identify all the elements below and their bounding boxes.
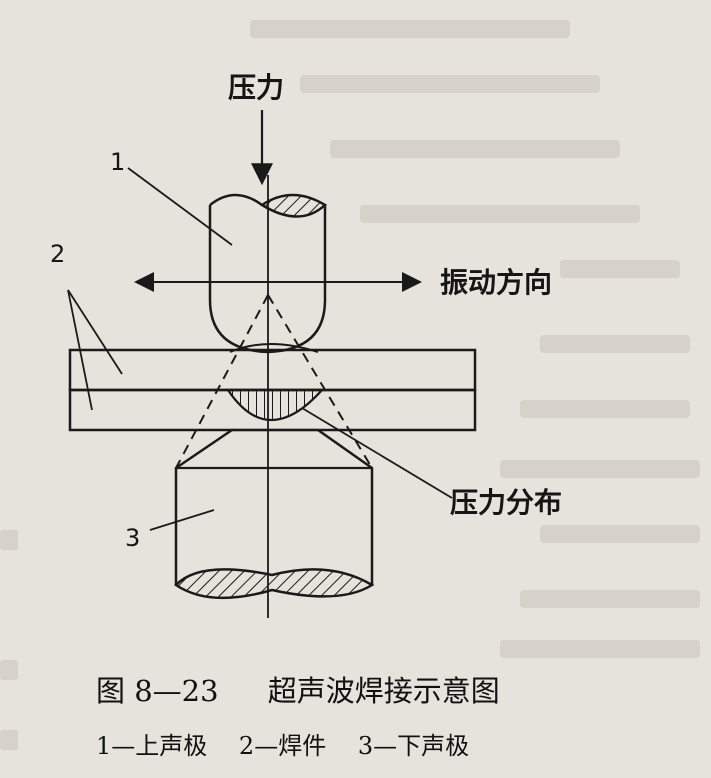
- pressure-distribution-zone: [225, 388, 325, 422]
- leader-part2-b: [67, 289, 93, 411]
- leader-part1: [127, 167, 233, 246]
- legend-item-part1: 1—上声极: [96, 732, 208, 760]
- leader-part3: [149, 509, 215, 531]
- pressure-label: 压力: [228, 71, 284, 104]
- workpiece-upper: [68, 348, 477, 392]
- lower-sonotrode: [174, 428, 374, 585]
- figure-number: 图 8—23: [96, 674, 219, 708]
- vibration-direction-label: 振动方向: [440, 266, 552, 299]
- upper-sonotrode: [208, 205, 327, 354]
- pressure-distribution-top: [229, 343, 319, 353]
- leader-pressure-distribution: [301, 407, 453, 499]
- legend-item-part2: 2—焊件: [238, 732, 327, 760]
- figure-caption: 图 8—23 超声波焊接示意图: [96, 668, 500, 710]
- leader-part2-a: [67, 289, 123, 375]
- upper-sonotrode-hatched-section: [259, 193, 328, 218]
- upper-sonotrode-top-section: [209, 193, 263, 207]
- lower-sonotrode-hatched-section: [174, 568, 375, 600]
- part2-number: 2: [50, 240, 65, 268]
- pressure-distribution-label: 压力分布: [450, 486, 562, 519]
- figure-title: 超声波焊接示意图: [267, 674, 500, 708]
- figure-legend: 1—上声极 2—焊件 3—下声极: [96, 726, 493, 761]
- part3-number: 3: [125, 524, 140, 552]
- legend-item-part3: 3—下声极: [357, 732, 470, 760]
- part1-number: 1: [110, 148, 125, 176]
- pressure-cone: [175, 294, 373, 469]
